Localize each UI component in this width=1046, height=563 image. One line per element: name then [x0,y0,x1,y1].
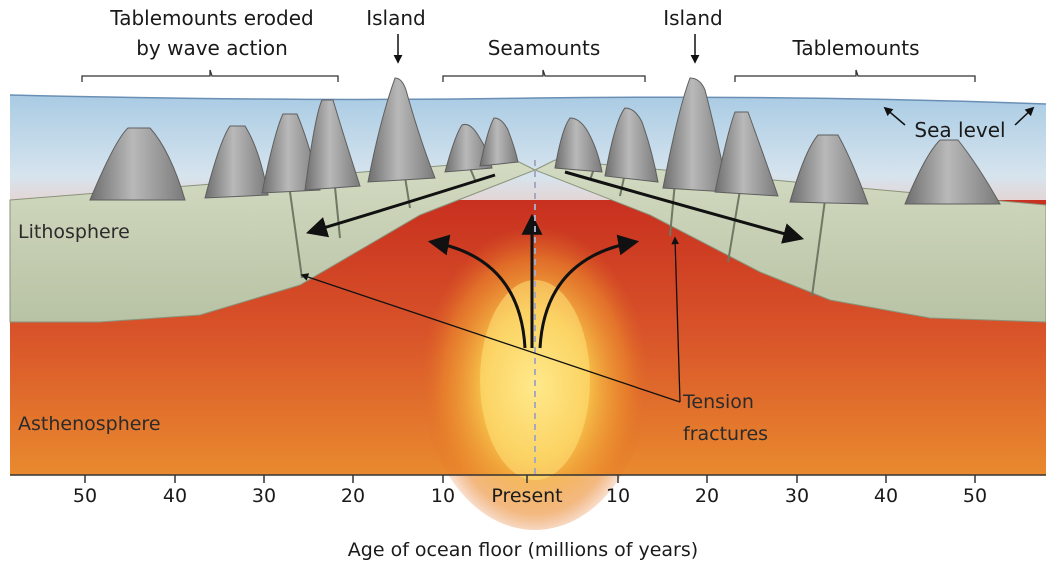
axis-title: Age of ocean floor (millions of years) [348,539,698,561]
axis-tick-label: 20 [341,485,365,507]
label-tablemounts: Tablemounts [791,36,919,60]
axis-tick-label: 20 [695,485,719,507]
bracket-tablemounts [735,70,975,82]
label-asthenosphere: Asthenosphere [18,413,161,435]
label-tablemounts-eroded-1: Tablemounts eroded [109,6,313,30]
label-island-right: Island [663,6,723,30]
bracket-seamounts [443,70,645,82]
top-brackets [82,70,975,82]
axis-tick-label: 50 [73,485,97,507]
axis-tick-present: Present [491,485,562,507]
axis-tick-label: 10 [606,485,630,507]
label-tension-2: fractures [683,423,768,445]
label-tablemounts-eroded-2: by wave action [136,36,288,60]
label-lithosphere: Lithosphere [18,221,130,243]
bracket-tablemounts-eroded [82,70,338,82]
label-tension-1: Tension [682,391,754,413]
label-sea-level: Sea level [914,118,1005,142]
axis-tick-label: 40 [874,485,898,507]
axis-tick-label: 50 [963,485,987,507]
axis-tick-label: 40 [163,485,187,507]
axis-tick-label: 30 [252,485,276,507]
label-island-left: Island [366,6,426,30]
axis-tick-label: 10 [431,485,455,507]
label-seamounts: Seamounts [488,36,601,60]
axis-tick-label: 30 [785,485,809,507]
